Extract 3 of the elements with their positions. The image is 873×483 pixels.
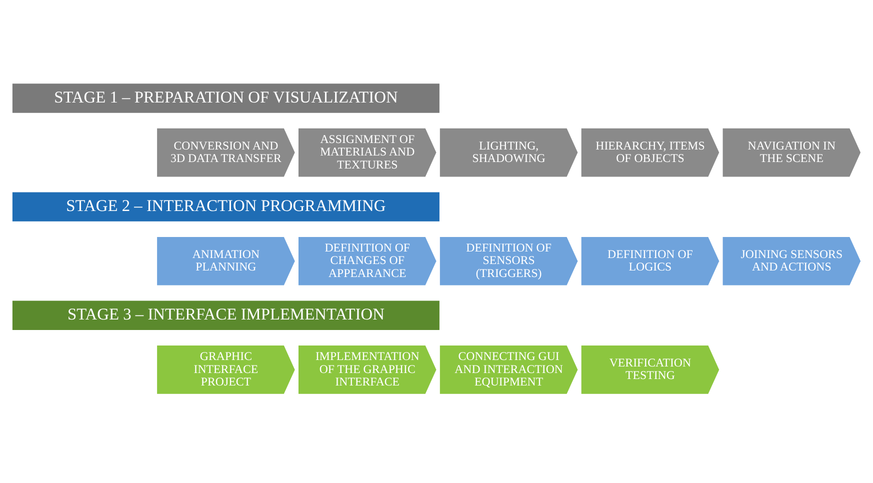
node-box: STAGE 3 – INTERFACE IMPLEMENTATION [12,300,440,330]
node-box: STAGE 2 – INTERACTION PROGRAMMING [12,192,440,222]
node-box: STAGE 1 – PREPARATION OF VISUALIZATION [12,84,440,113]
